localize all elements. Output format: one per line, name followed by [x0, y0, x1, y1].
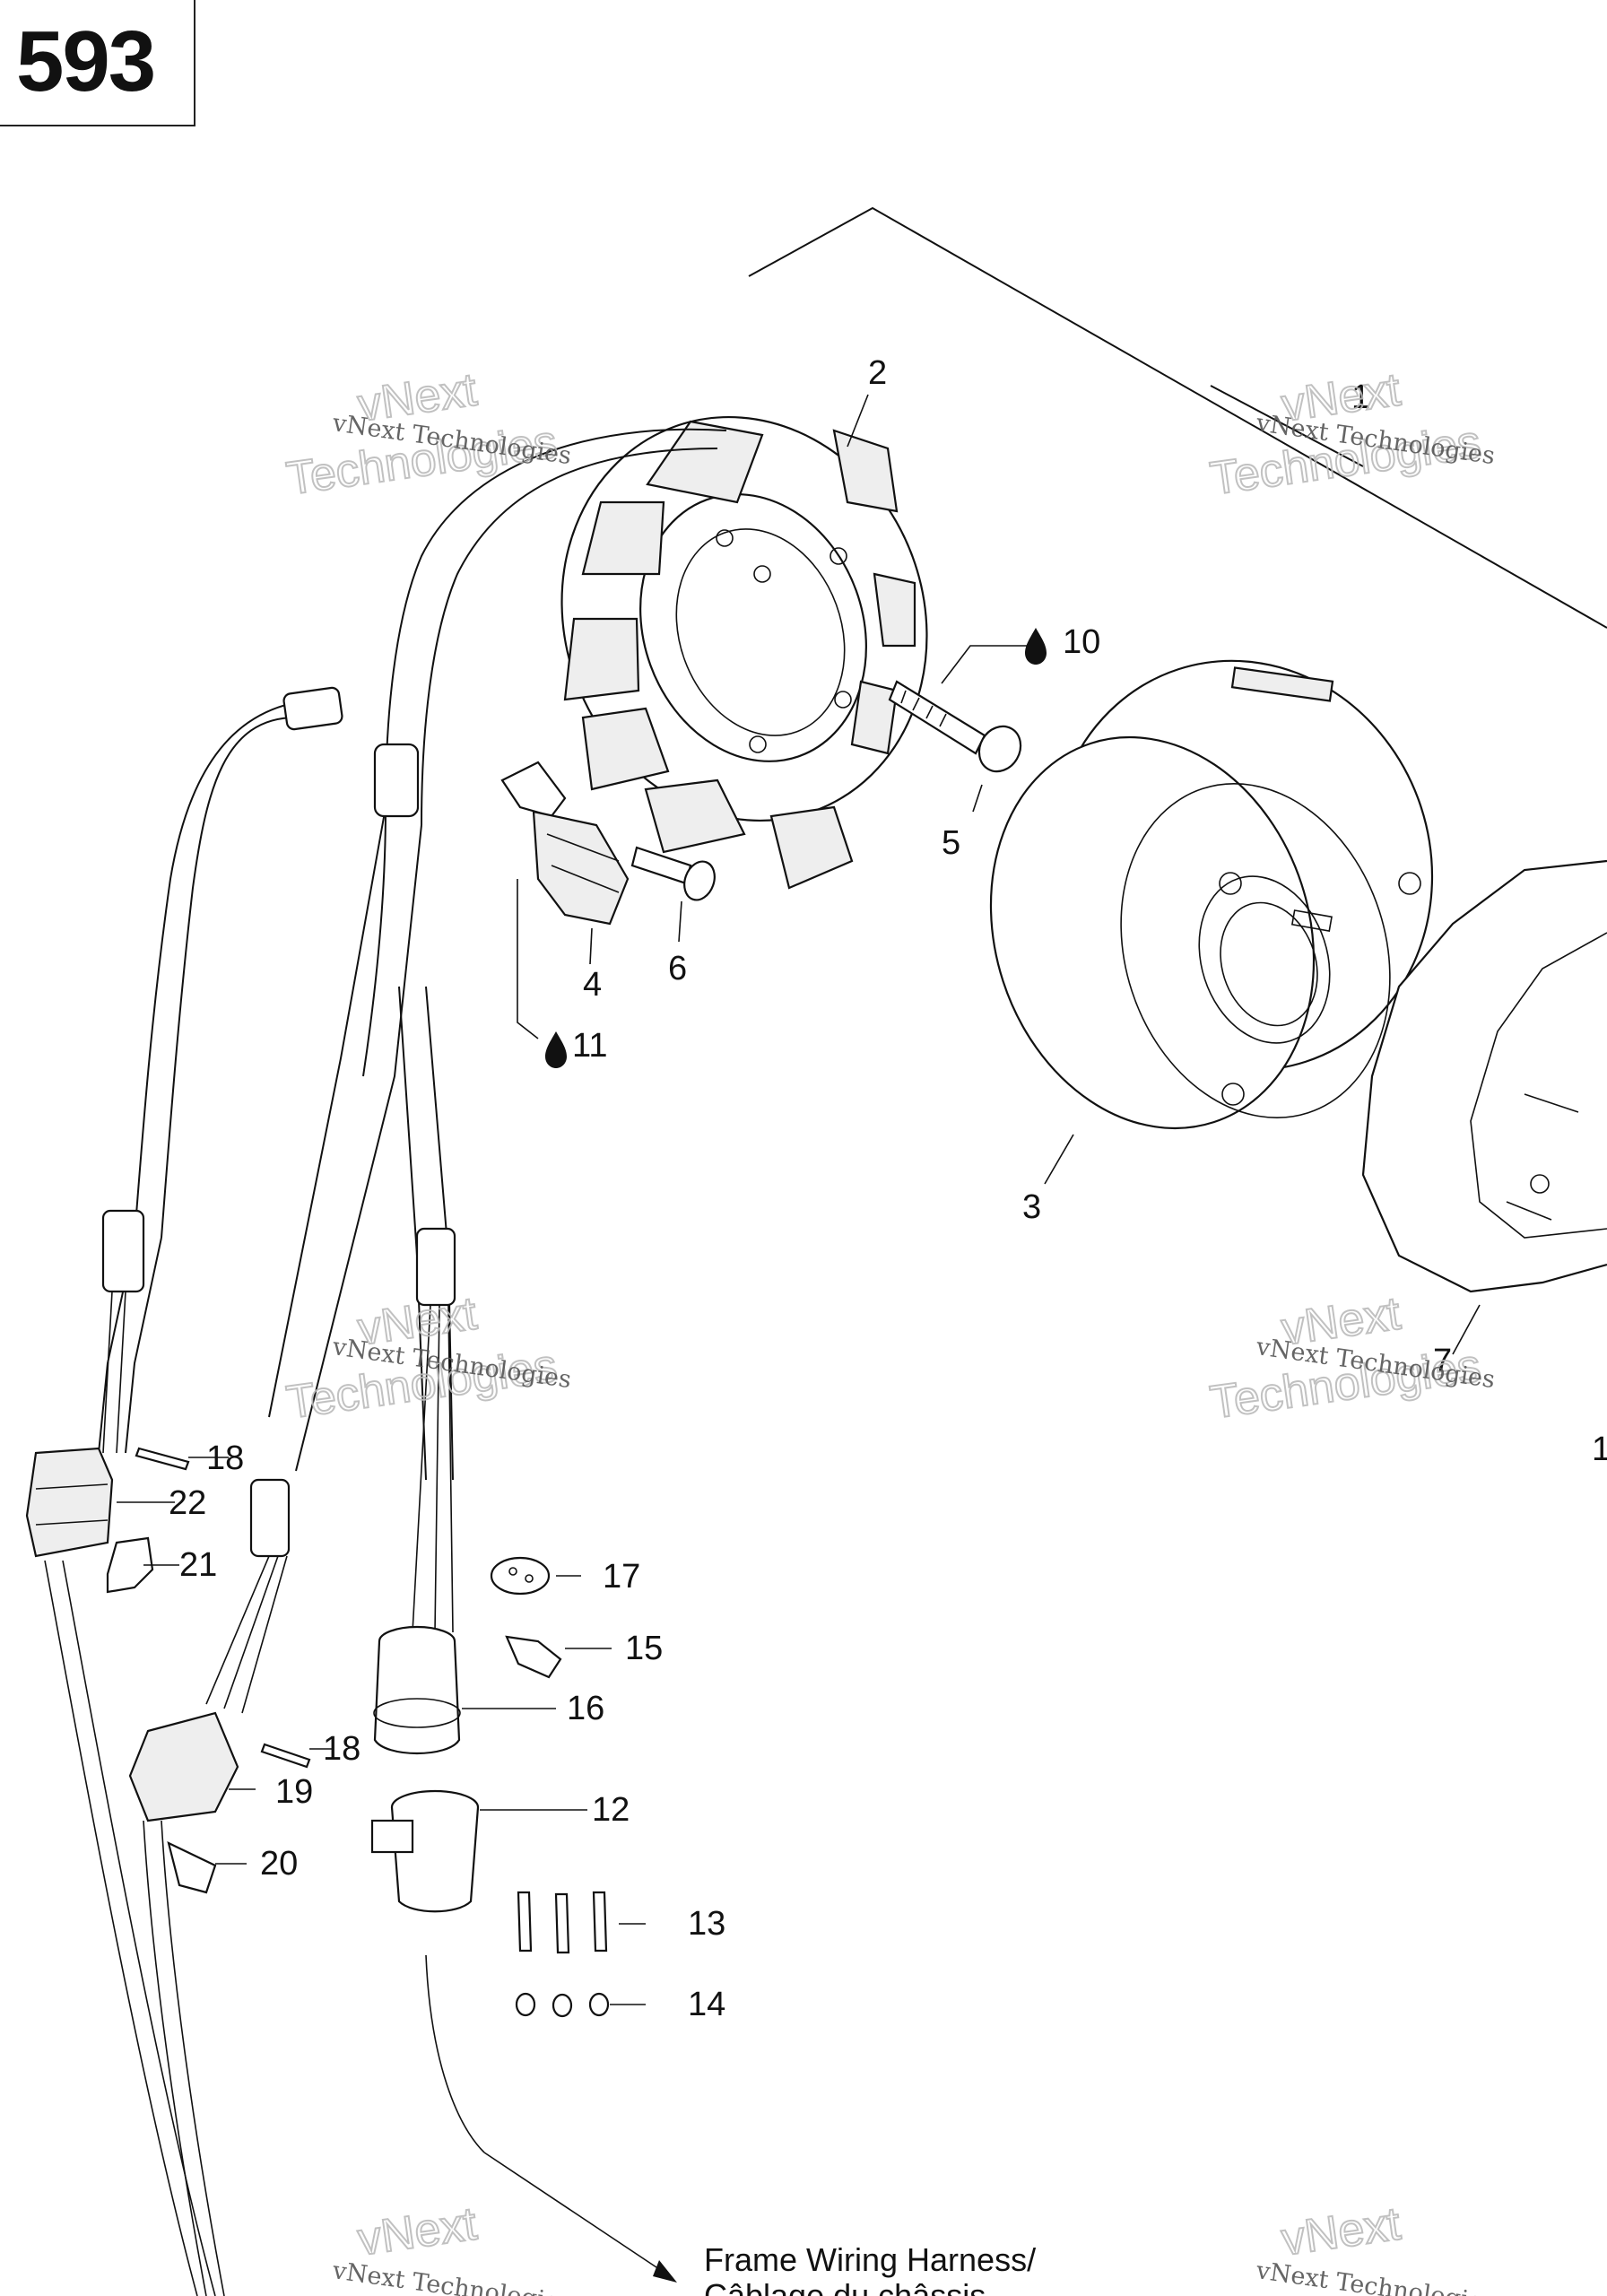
pin-18-top-part [135, 1447, 190, 1471]
screw-5-part [888, 680, 1022, 773]
frame-lines [748, 206, 1607, 629]
callout-1: 1 [1351, 378, 1370, 416]
harness-arrow [425, 1954, 677, 2283]
flywheel-part [989, 659, 1434, 1130]
callout-12: 12 [592, 1791, 630, 1829]
terminal-15-part [505, 1635, 562, 1679]
callout-1b: 1 [1592, 1431, 1607, 1468]
callout-5: 5 [942, 824, 960, 862]
wire-harness [98, 428, 727, 1714]
harness-note-line2: Câblage du châssis [704, 2277, 986, 2296]
callout-20: 20 [260, 1845, 298, 1883]
callout-18-lower: 18 [323, 1730, 360, 1768]
page-number-box: 593 [0, 0, 195, 126]
trigger-wheel-part [1361, 859, 1607, 1293]
callout-22: 22 [169, 1484, 206, 1522]
callout-14: 14 [688, 1986, 725, 2023]
callout-labels: 2 1 10 5 6 4 11 3 7 1 18 22 21 17 15 16 … [169, 354, 1607, 2023]
cap-17-part [490, 1556, 551, 1596]
callout-7: 7 [1433, 1343, 1452, 1380]
drop-icon [545, 1031, 567, 1068]
drop-icon [1025, 628, 1047, 665]
page-number: 593 [16, 13, 156, 109]
drop-icons [545, 628, 1047, 1068]
watermark-big-9: vNext [354, 2197, 480, 2266]
seals-14-part [515, 1992, 610, 2018]
watermark-big-10: vNext [1278, 2197, 1403, 2266]
callout-2: 2 [868, 354, 887, 392]
callout-11: 11 [572, 1027, 607, 1065]
terminal-21-part [106, 1536, 154, 1594]
cap-20-part [167, 1840, 217, 1894]
callout-10: 10 [1063, 623, 1100, 661]
watermark-small-6: vNext Technologies [1254, 2257, 1497, 2296]
terminals-13-part [517, 1891, 608, 1954]
watermark-small-5: vNext Technologies [330, 2257, 573, 2296]
callout-19: 19 [275, 1773, 313, 1811]
pin-18-lower-part [260, 1743, 311, 1769]
callout-17: 17 [603, 1558, 640, 1596]
connector-19-part [128, 1711, 239, 2296]
connector-22-part [25, 1447, 216, 2296]
callout-3: 3 [1022, 1188, 1041, 1226]
callout-13: 13 [688, 1905, 725, 1943]
callout-21: 21 [179, 1546, 217, 1584]
stator-part [560, 415, 928, 890]
callout-16: 16 [567, 1690, 604, 1727]
callout-4: 4 [583, 966, 602, 1004]
harness-note-line1: Frame Wiring Harness/ [704, 2241, 1036, 2278]
trigger-coil-part [500, 761, 630, 926]
harness-note: Frame Wiring Harness/ Câblage du châssis [704, 2241, 1036, 2296]
callout-18-top: 18 [206, 1439, 244, 1477]
screw-6-part [630, 846, 716, 901]
callout-6: 6 [668, 950, 687, 987]
callout-15: 15 [625, 1630, 663, 1667]
housing-16-part [373, 1625, 461, 1754]
housing-12-part [370, 1789, 480, 1913]
leader-lines [117, 394, 1481, 2005]
